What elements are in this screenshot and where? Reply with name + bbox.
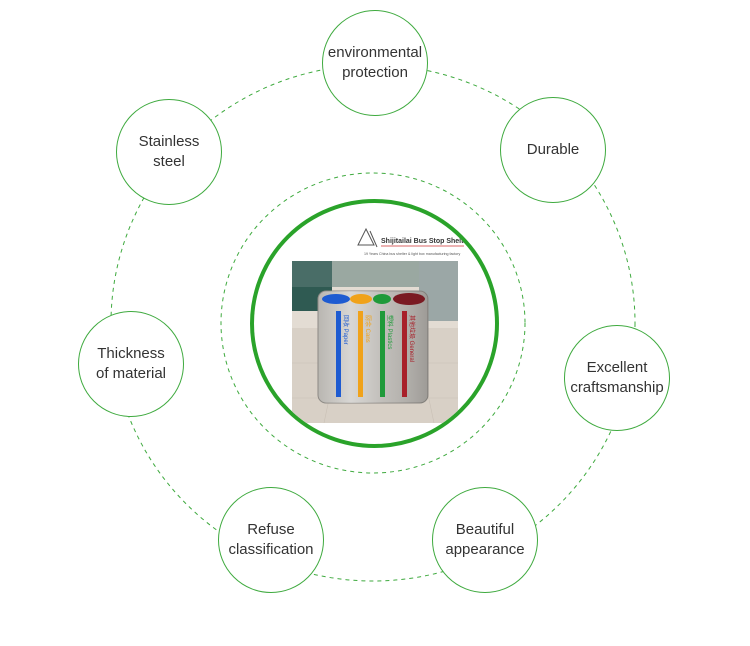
- logo-tagline: 19 Years China bus shelter & light box m…: [364, 252, 460, 256]
- feature-label: Refuse classification: [228, 521, 314, 558]
- cans-stripe: [358, 311, 363, 397]
- feature-node-thickness-of-material: Thickness of material: [78, 311, 184, 417]
- feature-label: Stainless steel: [138, 133, 200, 170]
- brand-logo: Shijitailai Bus Stop Shelter 19 Years Ch…: [357, 227, 470, 256]
- paper-stripe: [336, 311, 341, 397]
- feature-node-refuse-classification: Refuse classification: [218, 487, 324, 593]
- bin-label: 厨余 Cans: [364, 315, 372, 343]
- cans-opening: [350, 294, 372, 304]
- feature-label: Durable: [526, 141, 580, 158]
- feature-label: environmental protection: [327, 44, 423, 81]
- feature-node-stainless-steel: Stainless steel: [116, 99, 222, 205]
- plastics-stripe: [380, 311, 385, 397]
- logo-name: Shijitailai Bus Stop Shelter: [381, 238, 470, 245]
- paper-opening: [322, 294, 350, 304]
- feature-node-excellent-craftsmanship: Excellent craftsmanship: [564, 325, 670, 431]
- plastics-opening: [373, 294, 391, 304]
- inner-dashed-orbit: [220, 172, 526, 474]
- feature-node-beautiful-appearance: Beautiful appearance: [432, 487, 538, 593]
- feature-node-durable: Durable: [500, 97, 606, 203]
- trash-bin-illustration: Shijitailai Bus Stop Shelter 19 Years Ch…: [292, 227, 470, 424]
- center-product-circle: Shijitailai Bus Stop Shelter 19 Years Ch…: [250, 199, 499, 448]
- feature-label: Beautiful appearance: [445, 521, 525, 558]
- feature-node-environmental-protection: environmental protection: [322, 10, 428, 116]
- general-stripe: [402, 311, 407, 397]
- bin-label: 回收 Paper: [342, 315, 350, 345]
- general-opening: [393, 293, 425, 305]
- bin-label: 塑料 Plastics: [386, 315, 394, 349]
- feature-label: Excellent craftsmanship: [570, 359, 664, 396]
- bin-label: 其他垃圾 General: [408, 315, 416, 362]
- feature-label: Thickness of material: [95, 345, 167, 382]
